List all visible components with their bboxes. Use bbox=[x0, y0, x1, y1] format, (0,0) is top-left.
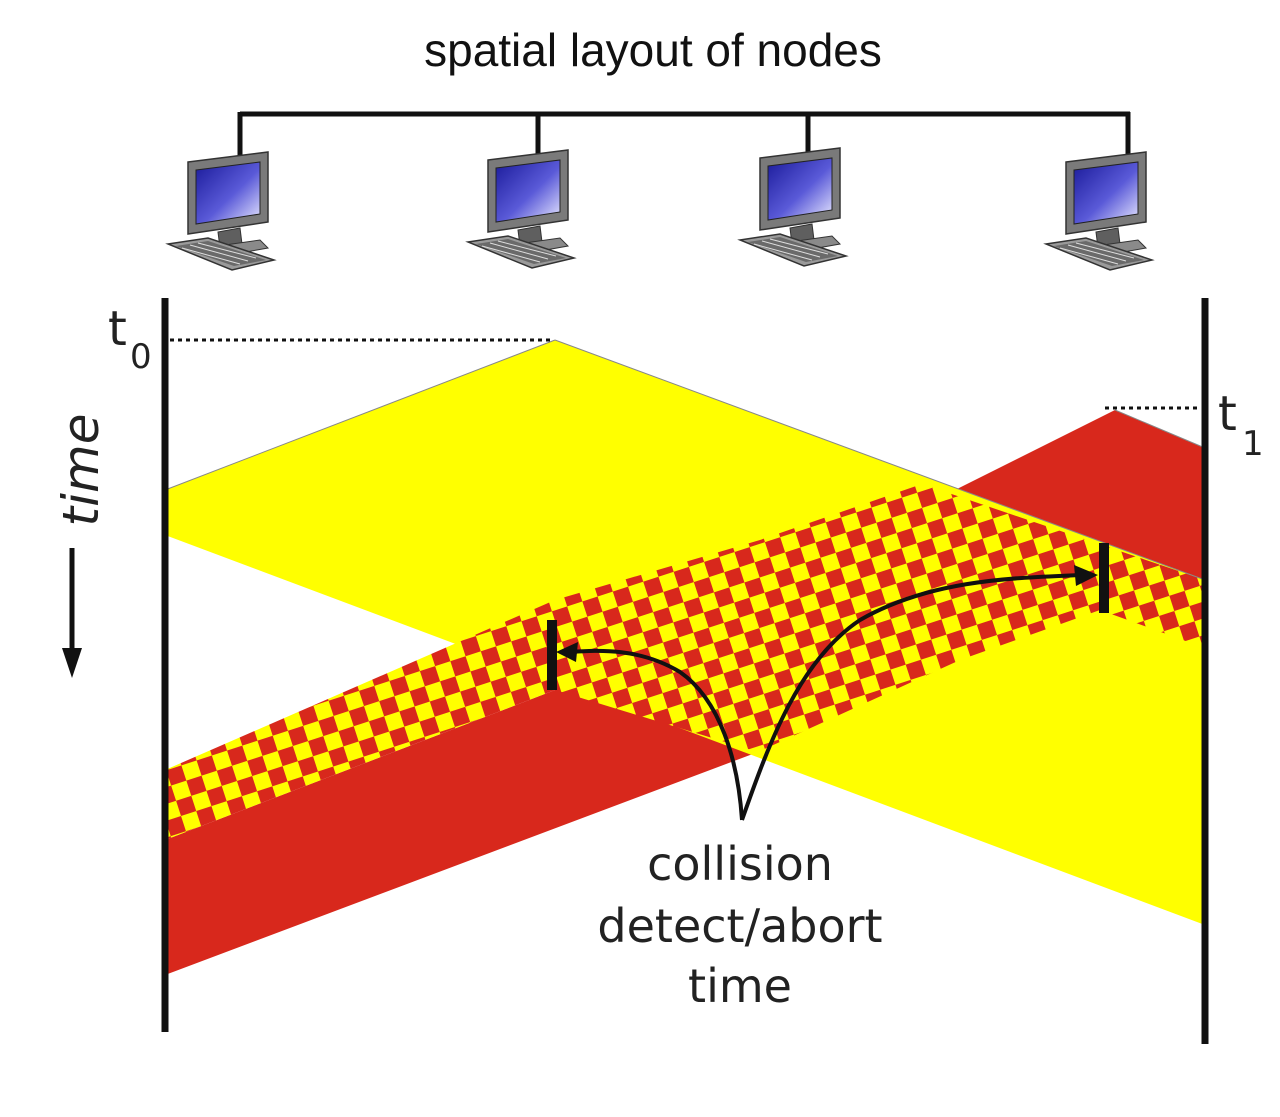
arrow-head-left-icon bbox=[556, 642, 578, 662]
svg-text:0: 0 bbox=[130, 337, 152, 377]
t0-label: t 0 bbox=[108, 301, 152, 377]
node-1-computer-icon bbox=[167, 151, 275, 271]
signal-propagation bbox=[164, 339, 1206, 975]
node-3-computer-icon bbox=[739, 147, 847, 267]
arrow-head-right-icon bbox=[1074, 565, 1098, 586]
node-4-computer-icon bbox=[1045, 151, 1153, 271]
collision-marker-right bbox=[1099, 543, 1109, 613]
t1-label: t 1 bbox=[1218, 386, 1264, 464]
svg-text:1: 1 bbox=[1242, 424, 1264, 464]
time-axis-label: time bbox=[52, 414, 110, 527]
time-arrow-icon bbox=[62, 548, 82, 678]
collision-overlap-region bbox=[165, 484, 1205, 840]
node-2-computer-icon bbox=[467, 149, 575, 269]
annotation-line-1: collision bbox=[647, 837, 833, 891]
diagram-title: spatial layout of nodes bbox=[424, 24, 882, 76]
annotation-line-2: detect/abort bbox=[597, 899, 882, 953]
svg-text:t: t bbox=[108, 301, 127, 357]
annotation-arrows bbox=[569, 573, 1081, 821]
annotation-line-3: time bbox=[688, 959, 792, 1013]
svg-text:t: t bbox=[1218, 386, 1237, 442]
collision-marker-left bbox=[547, 620, 557, 690]
network-bus bbox=[237, 111, 1131, 160]
